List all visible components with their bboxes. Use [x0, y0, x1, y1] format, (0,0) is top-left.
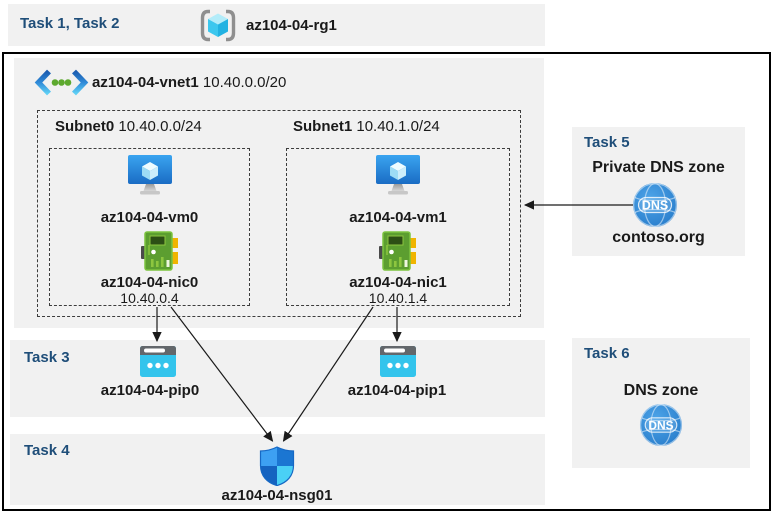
vm0-icon	[128, 155, 172, 195]
task-1-2-label: Task 1, Task 2	[20, 15, 120, 32]
nic1-label: az104-04-nic1	[349, 274, 447, 291]
task3-band	[10, 340, 545, 417]
resource-group-band	[8, 4, 545, 46]
vm1-label: az104-04-vm1	[349, 209, 447, 226]
nsg-label: az104-04-nsg01	[221, 487, 333, 504]
vnet-label: az104-04-vnet1 10.40.0.0/20	[92, 74, 287, 92]
task4-label: Task 4	[24, 442, 70, 459]
vnet-cidr: 10.40.0.0/20	[202, 74, 287, 91]
nic1-icon	[379, 231, 416, 271]
dns-zone-icon: DNS	[639, 403, 683, 447]
vnet-name: az104-04-vnet1	[92, 74, 199, 91]
subnet1-box	[286, 148, 510, 306]
pip1-label: az104-04-pip1	[347, 382, 447, 399]
subnet0-cidr: 10.40.0.0/24	[118, 118, 202, 135]
nic0-label: az104-04-nic0	[100, 274, 199, 291]
pip1-icon	[380, 346, 416, 377]
subnets-boundary	[37, 110, 521, 317]
resource-group-name: az104-04-rg1	[246, 17, 337, 34]
pip0-label: az104-04-pip0	[100, 382, 200, 399]
subnet0-name: Subnet0	[55, 118, 115, 135]
vnet-panel	[14, 58, 544, 328]
task3-label: Task 3	[24, 349, 70, 366]
task5-label: Task 5	[584, 134, 630, 151]
resource-group-icon	[200, 9, 236, 42]
task6-box	[572, 338, 750, 468]
vm1-icon	[376, 155, 420, 195]
subnet1-name: Subnet1	[293, 118, 353, 135]
resource-group-boundary	[2, 52, 771, 511]
task6-label: Task 6	[584, 345, 630, 362]
subnet1-label: Subnet1 10.40.1.0/24	[293, 118, 440, 136]
private-dns-zone-title: Private DNS zone	[592, 159, 725, 176]
private-dns-zone-icon: DNS	[633, 183, 677, 227]
nic0-ip: 10.40.0.4	[120, 290, 179, 306]
vm0-label: az104-04-vm0	[100, 209, 199, 226]
dns-icon-text: DNS	[648, 418, 673, 432]
subnet1-cidr: 10.40.1.0/24	[356, 118, 440, 135]
dns-icon-text: DNS	[642, 199, 668, 213]
subnet0-box	[49, 148, 250, 306]
pip0-icon	[140, 346, 176, 377]
nic1-ip: 10.40.1.4	[368, 290, 428, 306]
subnet0-label: Subnet0 10.40.0.0/24	[55, 118, 202, 136]
nic0-icon	[141, 231, 178, 271]
dns-zone-title: DNS zone	[623, 382, 699, 399]
nsg-icon	[259, 446, 295, 486]
virtual-network-icon	[34, 69, 89, 96]
contoso-zone-name: contoso.org	[612, 229, 705, 246]
